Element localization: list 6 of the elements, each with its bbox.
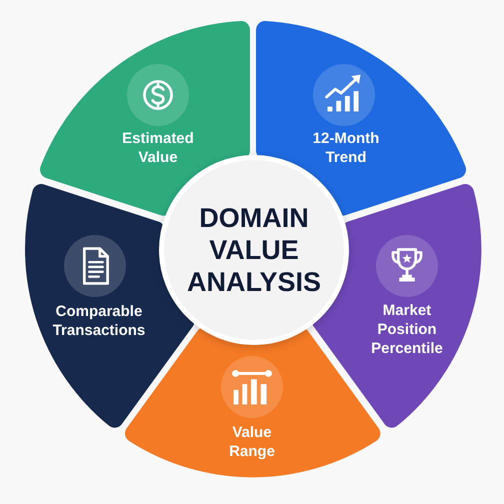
segment-label: Estimated Value	[121, 129, 195, 168]
hub-title: DOMAIN VALUE ANALYSIS	[186, 202, 322, 298]
segment-label: Market Position Percentile	[370, 301, 444, 358]
segment-label: 12-Month Trend	[312, 129, 380, 168]
segment-label: Comparable Transactions	[52, 302, 146, 340]
segment-label: Value Range	[228, 423, 276, 462]
